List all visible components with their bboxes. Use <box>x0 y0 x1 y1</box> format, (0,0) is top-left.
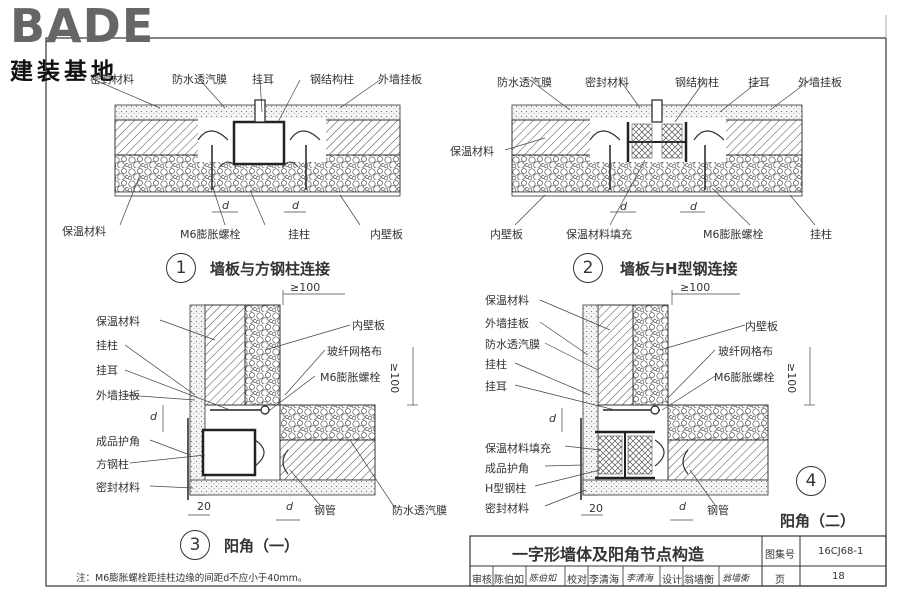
d1-caption: 墙板与方钢柱连接 <box>210 260 331 278</box>
detail-1-drawing <box>94 79 401 226</box>
d3-label-lug: 挂耳 <box>96 364 118 377</box>
d4-label-guard: 成品护角 <box>485 462 529 475</box>
d3-caption: 阳角（一） <box>224 537 300 555</box>
d4-caption: 阳角（二） <box>780 512 856 530</box>
checker-name: 李清海 <box>589 575 619 586</box>
atlas-number: 16CJ68-1 <box>818 546 864 557</box>
d3-label-inner-panel: 内壁板 <box>352 319 385 332</box>
d3-label-sealing: 密封材料 <box>96 481 140 494</box>
d2-dim-d1: d <box>620 200 627 213</box>
d4-label-membrane: 防水透汽膜 <box>485 338 540 351</box>
d3-label-pipe: 钢管 <box>314 504 336 517</box>
d1-label-lug: 挂耳 <box>252 73 274 86</box>
square-steel-column <box>232 120 286 166</box>
d2-label-bolt: M6膨胀螺栓 <box>703 228 764 241</box>
d3-dim-100: ≥100 <box>290 281 321 294</box>
d3-label-mesh: 玻纤网格布 <box>327 345 382 358</box>
d1-number-circle: 1 <box>166 253 196 283</box>
d1-label-ext-panel: 外墙挂板 <box>378 73 422 86</box>
d1-dim-d2: d <box>292 199 299 212</box>
d4-dim-20: 20 <box>589 502 603 515</box>
d4-number-circle: 4 <box>796 466 826 496</box>
atlas-label: 图集号 <box>765 550 795 561</box>
design-label: 设计 <box>662 575 682 586</box>
d1-label-steel-col: 钢结构柱 <box>310 73 354 86</box>
d4-label-pipe: 钢管 <box>707 504 729 517</box>
d3-label-membrane: 防水透汽膜 <box>392 504 447 517</box>
d4-label-mesh: 玻纤网格布 <box>718 345 773 358</box>
d1-label-post: 挂柱 <box>288 228 310 241</box>
d4-label-h-col: H型钢柱 <box>485 482 527 495</box>
d4-dim-100v: ≥100 <box>785 363 798 394</box>
d1-label-inner-panel: 内壁板 <box>370 228 403 241</box>
d3-dim-20: 20 <box>197 500 211 513</box>
d3-label-post: 挂柱 <box>96 339 118 352</box>
sheet-border <box>45 37 887 587</box>
d2-label-fill: 保温材料填充 <box>566 228 632 241</box>
d3-label-guard: 成品护角 <box>96 435 140 448</box>
d3-dim-100v: ≥100 <box>388 363 401 394</box>
d3-label-insulation: 保温材料 <box>96 315 140 328</box>
review-label: 审核 <box>472 575 492 586</box>
d2-label-lug: 挂耳 <box>748 76 770 89</box>
d2-label-ext-panel: 外墙挂板 <box>798 76 842 89</box>
d4-dim-d-left: d <box>549 412 556 425</box>
d4-label-ext-panel: 外墙挂板 <box>485 317 529 330</box>
designer-name: 翁墙衡 <box>684 575 714 586</box>
detail-3-drawing <box>124 290 418 521</box>
d3-number-circle: 3 <box>180 530 210 560</box>
d1-label-bolt: M6膨胀螺栓 <box>180 228 241 241</box>
d2-label-sealing: 密封材料 <box>585 76 629 89</box>
d4-label-bolt: M6膨胀螺栓 <box>714 371 775 384</box>
d4-dim-100: ≥100 <box>680 281 711 294</box>
d3-label-square-col: 方钢柱 <box>96 458 129 471</box>
d4-label-sealing: 密封材料 <box>485 502 529 515</box>
square-steel-column-3 <box>201 428 257 477</box>
d3-dim-d-left: d <box>150 410 157 423</box>
designer-signature: 翁墙衡 <box>722 574 750 584</box>
title-block-frame <box>469 535 887 587</box>
d2-label-post: 挂柱 <box>810 228 832 241</box>
d4-label-lug: 挂耳 <box>485 380 507 393</box>
reviewer-name: 陈伯如 <box>494 575 524 586</box>
d4-label-insulation: 保温材料 <box>485 294 529 307</box>
d3-label-bolt: M6膨胀螺栓 <box>320 371 381 384</box>
d1-label-sealing: 密封材料 <box>90 73 134 86</box>
logo-wordmark: BADE <box>10 0 155 53</box>
d3-dim-d-bottom: d <box>286 500 293 513</box>
d2-number-circle: 2 <box>573 253 603 283</box>
logo-subtitle: 建装基地 <box>10 59 118 85</box>
d4-label-fill: 保温材料填充 <box>485 442 551 455</box>
d2-label-membrane: 防水透汽膜 <box>497 76 552 89</box>
d2-label-insulation: 保温材料 <box>450 145 494 158</box>
d2-dim-d2: d <box>690 200 697 213</box>
d2-label-inner-panel: 内壁板 <box>490 228 523 241</box>
drawing-title: 一字形墙体及阳角节点构造 <box>512 545 705 564</box>
page-label: 页 <box>775 575 785 586</box>
d4-label-inner-panel: 内壁板 <box>745 320 778 333</box>
d1-label-membrane: 防水透汽膜 <box>172 73 227 86</box>
d1-dim-d1: d <box>222 199 229 212</box>
check-label: 校对 <box>567 575 587 586</box>
checker-signature: 李清海 <box>626 574 654 584</box>
d2-label-steel-col: 钢结构柱 <box>675 76 719 89</box>
d1-label-insulation: 保温材料 <box>62 225 106 238</box>
d2-caption: 墙板与H型钢连接 <box>620 260 738 278</box>
reviewer-signature: 陈伯如 <box>529 574 557 584</box>
page-number: 18 <box>832 571 845 582</box>
footnote: 注：M6膨胀螺栓距挂柱边缘的间距d不应小于40mm。 <box>76 573 308 584</box>
detail-4-drawing <box>514 290 815 521</box>
d3-label-ext-panel: 外墙挂板 <box>96 389 140 402</box>
detail-2-drawing <box>504 79 816 226</box>
d4-dim-d-bottom: d <box>679 500 686 513</box>
d4-label-post: 挂柱 <box>485 358 507 371</box>
